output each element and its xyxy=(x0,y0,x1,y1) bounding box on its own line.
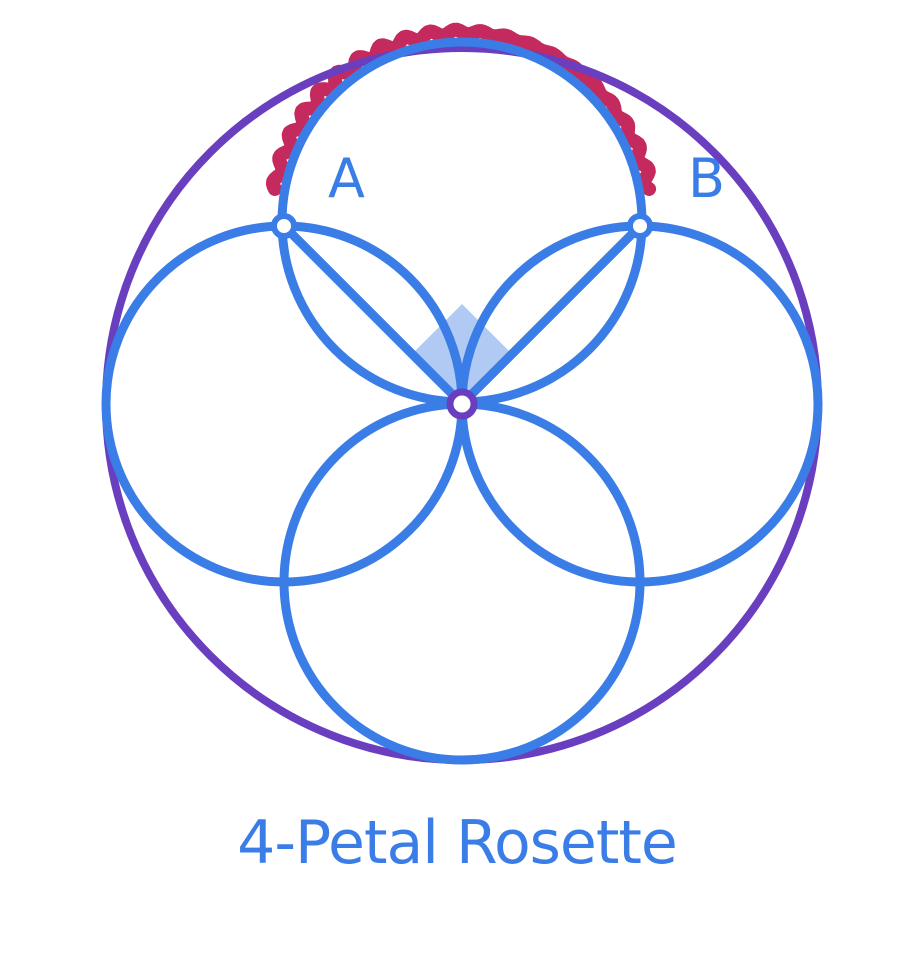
point-b-marker xyxy=(627,213,653,239)
segment-center-to-b xyxy=(458,222,644,408)
point-a-label: A xyxy=(328,147,365,210)
point-a-marker xyxy=(271,213,297,239)
segment-center-to-a xyxy=(280,222,466,408)
point-b-label: B xyxy=(688,147,725,210)
petal-circle-right xyxy=(457,221,823,587)
petal-circle-bottom xyxy=(279,399,645,765)
center-point-marker xyxy=(446,388,478,420)
petal-circle-left xyxy=(101,221,467,587)
squiggle-arc xyxy=(265,22,657,196)
diagram-caption: 4-Petal Rosette xyxy=(237,808,678,878)
